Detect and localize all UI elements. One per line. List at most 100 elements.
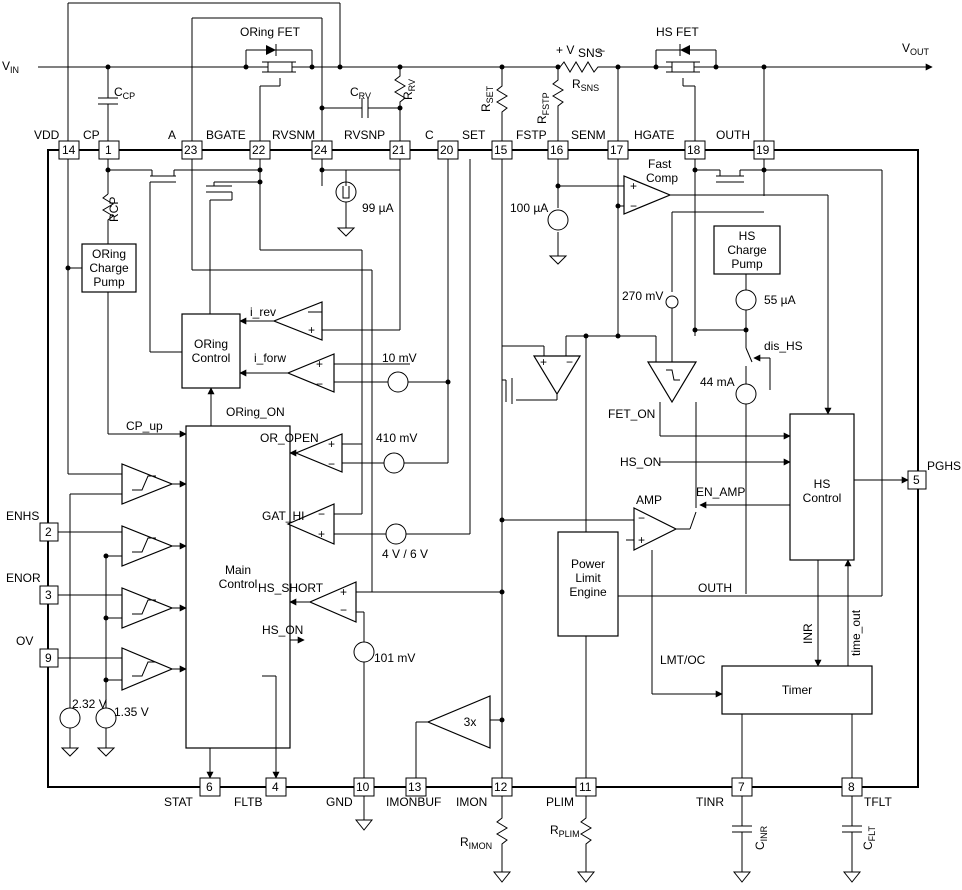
amplifier-set: +− [532, 355, 582, 396]
label-410mv: 410 mV [376, 431, 417, 445]
label-or-open: OR_OPEN [260, 431, 319, 445]
svg-text:14: 14 [62, 143, 76, 157]
label-fet-on: FET_ON [608, 407, 655, 421]
rrv-resistor: RRV [394, 67, 417, 143]
svg-text:TFLT: TFLT [864, 795, 892, 809]
svg-text:ENHS: ENHS [6, 509, 39, 523]
comparator-fast-comp: +− Fast Comp [623, 157, 678, 215]
label-dis-hs: dis_HS [764, 339, 803, 353]
svg-text:Pump: Pump [731, 257, 763, 271]
svg-text:8: 8 [848, 780, 855, 794]
svg-text:PGHS: PGHS [927, 459, 961, 473]
svg-text:Fast: Fast [648, 157, 672, 171]
svg-text:+: + [318, 527, 325, 541]
vin-label: VIN [2, 59, 19, 75]
svg-text:23: 23 [184, 143, 198, 157]
svg-text:FSTP: FSTP [516, 128, 547, 142]
label-cp-up: CP_up [126, 419, 163, 433]
rset-resistor: RSET [479, 67, 508, 143]
svg-text:AMP: AMP [636, 493, 662, 507]
svg-text:Timer: Timer [782, 683, 812, 697]
svg-text:CRV: CRV [350, 85, 371, 101]
svg-text:10: 10 [356, 780, 370, 794]
svg-text:ORing: ORing [92, 247, 126, 261]
svg-text:Main: Main [225, 563, 251, 577]
svg-text:ENOR: ENOR [6, 571, 41, 585]
svg-text:RVSNP: RVSNP [344, 128, 385, 142]
svg-text:+: + [308, 323, 315, 337]
svg-text:22: 22 [252, 143, 266, 157]
power-bus [38, 2, 933, 143]
label-44ma: 44 mA [700, 375, 735, 389]
timer-block: Timer [721, 665, 873, 715]
comparator-i-forw: +− [286, 353, 335, 393]
svg-text:A: A [168, 128, 176, 142]
label-i-rev: i_rev [250, 305, 276, 319]
svg-text:IMON: IMON [456, 795, 487, 809]
svg-text:HS FET: HS FET [656, 25, 699, 39]
svg-text:Charge: Charge [727, 243, 767, 257]
svg-text:CINR: CINR [753, 825, 769, 850]
label-101mv: 101 mV [374, 651, 415, 665]
svg-text:ORing: ORing [194, 337, 228, 351]
svg-text:Power: Power [571, 557, 605, 571]
label-55ua: 55 µA [764, 293, 796, 307]
svg-text:+: + [630, 179, 637, 193]
oring-fet: ORing FET [240, 25, 313, 143]
svg-text:SET: SET [462, 128, 486, 142]
svg-text:11: 11 [579, 780, 592, 794]
svg-text:CP: CP [83, 128, 100, 142]
svg-text:18: 18 [687, 143, 701, 157]
svg-text:+: + [328, 437, 335, 451]
svg-text:+: + [540, 355, 547, 369]
rfstp-resistor: RFSTP [535, 67, 564, 143]
svg-text:C: C [425, 128, 434, 142]
label-100ua: 100 µA [510, 201, 548, 215]
svg-text:+ V: + V [556, 43, 574, 57]
svg-text:+: + [316, 357, 323, 371]
svg-text:CFLT: CFLT [861, 825, 877, 850]
svg-text:SENM: SENM [571, 128, 606, 142]
svg-text:5: 5 [913, 473, 920, 487]
svg-text:−: − [318, 507, 325, 521]
crv-capacitor: CRV [322, 85, 400, 118]
svg-text:RSNS: RSNS [572, 77, 599, 93]
svg-text:19: 19 [756, 143, 770, 157]
pin-c: 20C [425, 128, 459, 160]
cflt-capacitor: CFLT [842, 796, 877, 883]
label-270mv: 270 mV [622, 289, 663, 303]
svg-text:Engine: Engine [569, 585, 607, 599]
svg-text:−: − [566, 355, 573, 369]
vout-label: VOUT [902, 41, 930, 57]
svg-text:−: − [638, 511, 645, 525]
svg-text:24: 24 [314, 143, 328, 157]
label-2-32v: 2.32 V [72, 697, 107, 711]
svg-text:RVSNM: RVSNM [272, 128, 315, 142]
svg-text:Control: Control [219, 577, 258, 591]
svg-text:Pump: Pump [93, 275, 125, 289]
comparator-fet-on [646, 361, 698, 404]
svg-text:Control: Control [803, 491, 842, 505]
label-hs-on-in: HS_ON [620, 455, 661, 469]
svg-text:3x: 3x [464, 715, 477, 729]
rsns-resistor: + V SNS – RSNS [556, 43, 605, 93]
svg-text:–: – [598, 43, 605, 57]
svg-text:VDD: VDD [34, 128, 60, 142]
rplim-resistor: RPLIM [550, 796, 596, 883]
gnd-symbol [354, 796, 374, 831]
label-4v-6v: 4 V / 6 V [382, 547, 428, 561]
comparator-or-open: +− [294, 433, 343, 473]
label-outh-net: OUTH [698, 581, 732, 595]
comparator-hs-short: +− [308, 581, 357, 623]
svg-text:−: − [630, 199, 637, 213]
